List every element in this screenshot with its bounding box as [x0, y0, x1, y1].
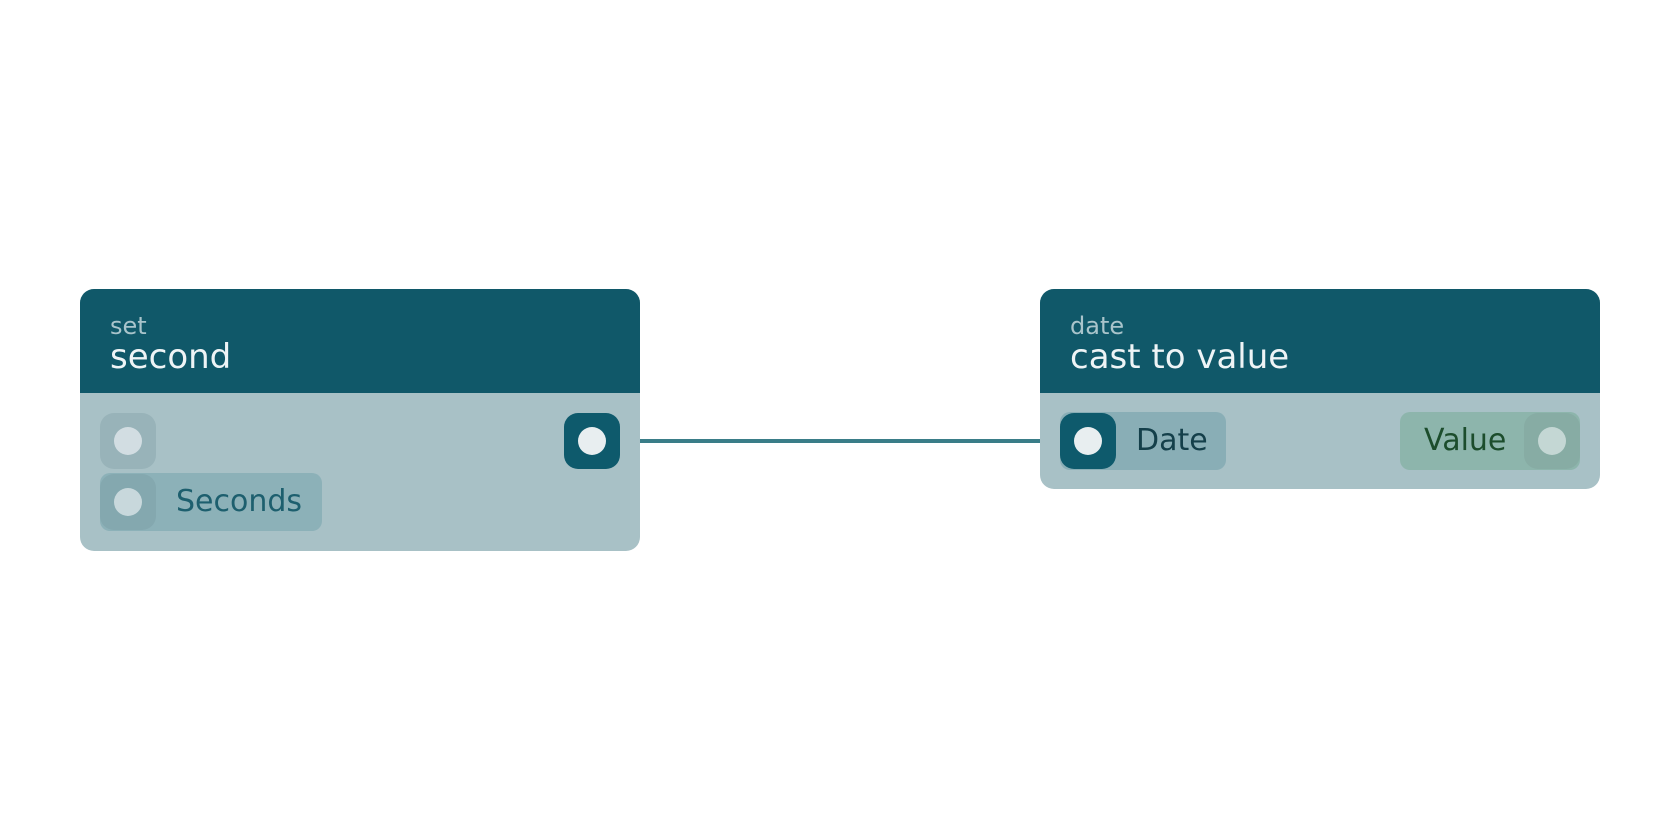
node-date-cast-to-value[interactable]: date cast to value Date Value	[1040, 289, 1600, 489]
node-header[interactable]: set second	[80, 289, 640, 393]
value-label: Value	[1424, 423, 1507, 458]
node-body: Date Value	[1040, 393, 1600, 489]
node-body: Seconds	[80, 393, 640, 551]
node-kind-label: date	[1070, 312, 1125, 340]
exec-input-port[interactable]	[100, 413, 156, 469]
circle-port-icon	[578, 427, 606, 455]
seconds-input-pill[interactable]: Seconds	[100, 473, 322, 531]
circle-port-icon	[1074, 427, 1102, 455]
connection-wire[interactable]	[620, 439, 1058, 443]
node-title: cast to value	[1070, 337, 1290, 377]
date-input-pill[interactable]: Date	[1060, 412, 1226, 470]
value-output-port[interactable]	[1524, 413, 1580, 469]
seconds-label: Seconds	[176, 484, 303, 519]
node-kind-label: set	[110, 312, 147, 340]
date-input-port[interactable]	[1060, 413, 1116, 469]
circle-port-icon	[114, 488, 142, 516]
value-output-pill[interactable]: Value	[1400, 412, 1580, 470]
seconds-input-port[interactable]	[100, 474, 156, 530]
node-title: second	[110, 337, 232, 377]
exec-output-port[interactable]	[564, 413, 620, 469]
circle-port-icon	[114, 427, 142, 455]
node-header[interactable]: date cast to value	[1040, 289, 1600, 393]
node-set-second[interactable]: set second Seconds	[80, 289, 640, 551]
date-label: Date	[1136, 423, 1208, 458]
circle-port-icon	[1538, 427, 1566, 455]
